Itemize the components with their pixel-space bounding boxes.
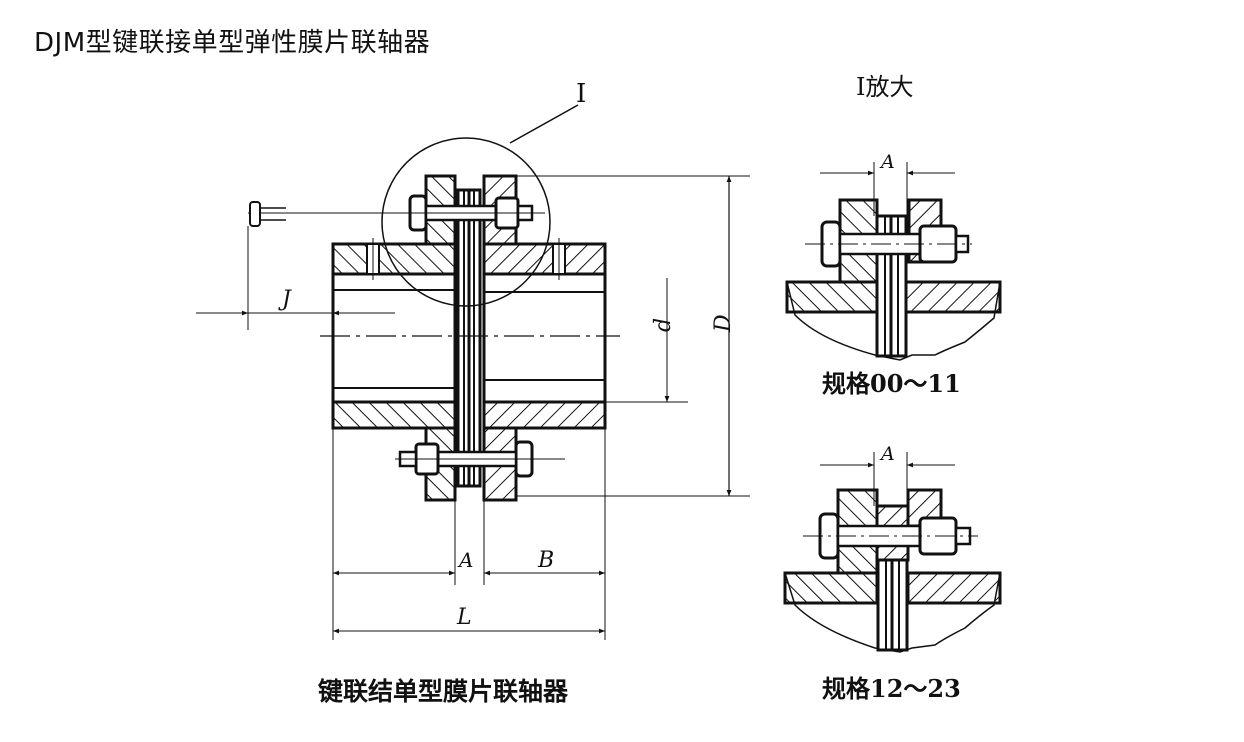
left-hub-bottom-wall [331, 400, 457, 430]
dim-label-A: A [457, 548, 473, 572]
detail-2-caption: 规格12～23 [822, 674, 961, 703]
detail-view-2 [783, 452, 1002, 653]
detail-heading: I放大 [856, 73, 913, 101]
main-view [196, 104, 750, 640]
detail-view-1 [785, 162, 1002, 361]
detail-1-dim-label-A: A [879, 151, 895, 173]
left-hub-top-wall [331, 242, 457, 276]
dim-label-B: B [537, 548, 554, 573]
dim-label-J: J [278, 287, 292, 312]
dim-label-D: D [711, 314, 736, 333]
detail-1-caption: 规格00～11 [822, 369, 961, 398]
page-title: DJM型键联接单型弹性膜片联轴器 [34, 28, 431, 58]
dim-label-d: d [651, 318, 676, 332]
detail-marker-label: I [576, 79, 586, 109]
dim-label-L: L [456, 605, 472, 630]
detail-2-dim-label-A: A [879, 443, 895, 465]
right-hub-top-wall [482, 242, 607, 276]
main-view-caption: 键联结单型膜片联轴器 [318, 677, 569, 706]
right-hub-bottom-wall [482, 400, 607, 430]
detail-circle [381, 137, 551, 307]
removed-bolt-symbol [249, 201, 261, 227]
